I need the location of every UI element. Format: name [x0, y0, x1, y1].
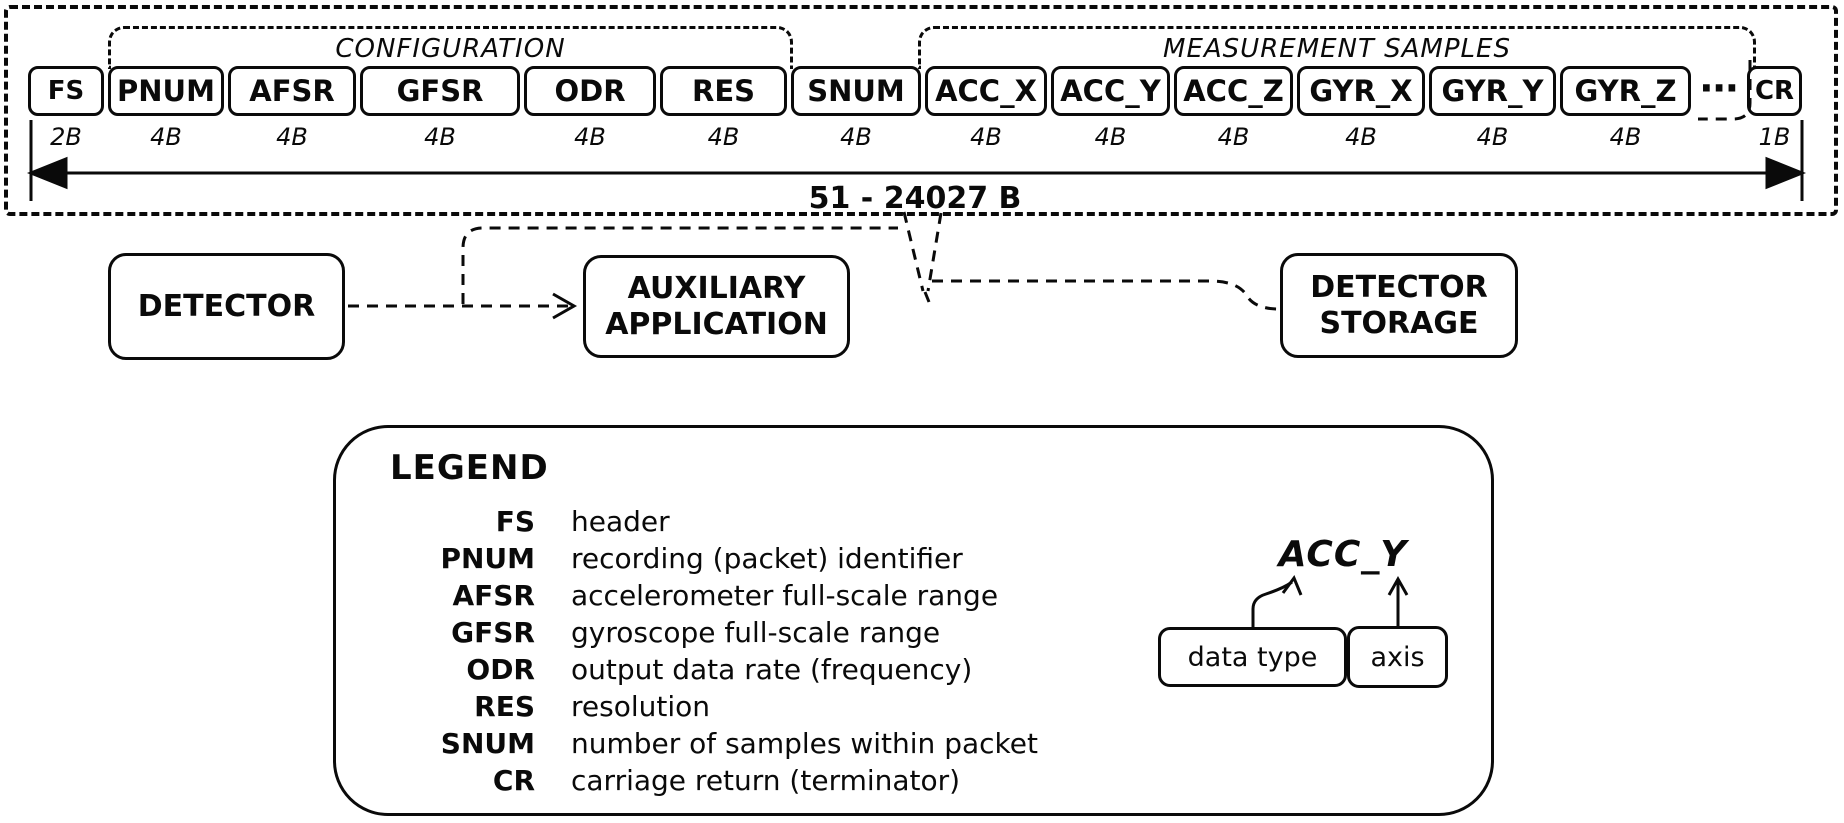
legend-description: number of samples within packet — [571, 727, 1038, 760]
measurement-samples-bracket: MEASUREMENT SAMPLES — [918, 26, 1756, 69]
field-byte-size: 4B — [707, 123, 740, 151]
packet-callout-funnel — [902, 211, 943, 303]
field-cell-pnum: PNUM 4B — [108, 66, 224, 156]
field-label: PNUM — [108, 66, 224, 116]
field-cell-res: RES 4B — [660, 66, 787, 156]
field-label: ODR — [524, 66, 656, 116]
field-label: GYR_Z — [1560, 66, 1691, 116]
configuration-label: CONFIGURATION — [335, 34, 566, 64]
field-label: ACC_X — [925, 66, 1047, 116]
ellipsis-glyph: ⋯ — [1700, 66, 1738, 110]
legend-row-res: RES resolution — [353, 688, 1053, 725]
legend-description: accelerometer full-scale range — [571, 579, 999, 612]
legend-row-fs: FS header — [353, 503, 1053, 540]
field-label: AFSR — [228, 66, 356, 116]
field-byte-size: 4B — [1094, 123, 1127, 151]
field-cell-cr: CR 1B — [1747, 66, 1802, 156]
legend-description: gyroscope full-scale range — [571, 616, 941, 649]
legend-row-cr: CR carriage return (terminator) — [353, 762, 1053, 799]
packet-to-storage-connector — [932, 279, 1280, 311]
field-byte-size: 4B — [574, 123, 606, 151]
field-byte-size: 4B — [1217, 123, 1250, 151]
axis-box: axis — [1347, 626, 1448, 688]
field-ellipsis: ⋯ — [1695, 66, 1743, 156]
field-byte-size: 4B — [424, 123, 456, 151]
field-cell-snum: SNUM 4B — [791, 66, 921, 156]
legend-description: header — [571, 505, 670, 538]
legend-term: ODR — [466, 653, 535, 686]
field-byte-size: 4B — [970, 123, 1002, 151]
packet-size-label: 51 - 24027 B — [808, 181, 1022, 216]
field-label: SNUM — [791, 66, 921, 116]
auxiliary-application-node: AUXILIARY APPLICATION — [583, 255, 850, 358]
legend-term: SNUM — [440, 727, 535, 760]
legend-row-afsr: AFSR accelerometer full-scale range — [353, 577, 1053, 614]
field-cell-gyr_x: GYR_X 4B — [1297, 66, 1425, 156]
field-byte-size: 1B — [1758, 123, 1791, 151]
field-label: ACC_Z — [1174, 66, 1293, 116]
field-byte-size: 4B — [1476, 123, 1509, 151]
field-label: GYR_Y — [1429, 66, 1556, 116]
field-cell-afsr: AFSR 4B — [228, 66, 356, 156]
legend-term: FS — [495, 505, 535, 538]
field-byte-size: 4B — [150, 123, 182, 151]
data-type-box: data type — [1158, 627, 1347, 687]
legend-box — [333, 425, 1494, 816]
field-byte-size: 4B — [276, 123, 308, 151]
field-byte-size: 4B — [840, 123, 872, 151]
legend-row-odr: ODR output data rate (frequency) — [353, 651, 1053, 688]
legend-term: GFSR — [451, 616, 535, 649]
field-byte-size: 4B — [1345, 123, 1377, 151]
legend-description: resolution — [571, 690, 711, 723]
legend-row-snum: SNUM number of samples within packet — [353, 725, 1053, 762]
field-cell-gfsr: GFSR 4B — [360, 66, 520, 156]
legend-term: AFSR — [452, 579, 535, 612]
field-cell-gyr_y: GYR_Y 4B — [1429, 66, 1556, 156]
field-label: RES — [660, 66, 787, 116]
field-label: FS — [28, 66, 104, 116]
field-label: GFSR — [360, 66, 520, 116]
field-label: GYR_X — [1297, 66, 1425, 116]
detector-node: DETECTOR — [108, 253, 345, 360]
field-cell-fs: FS 2B — [28, 66, 104, 156]
field-byte-size — [1695, 123, 1743, 151]
field-cell-odr: ODR 4B — [524, 66, 656, 156]
field-cell-acc_y: ACC_Y 4B — [1051, 66, 1170, 156]
detector-to-aux-arrowhead — [552, 292, 578, 320]
configuration-bracket: CONFIGURATION — [108, 26, 793, 69]
legend-row-pnum: PNUM recording (packet) identifier — [353, 540, 1053, 577]
field-cell-gyr_z: GYR_Z 4B — [1560, 66, 1691, 156]
detector-storage-node: DETECTOR STORAGE — [1280, 253, 1518, 358]
measurement-samples-label: MEASUREMENT SAMPLES — [1163, 34, 1511, 64]
legend-row-gfsr: GFSR gyroscope full-scale range — [353, 614, 1053, 651]
field-cell-acc_x: ACC_X 4B — [925, 66, 1047, 156]
field-cell-acc_z: ACC_Z 4B — [1174, 66, 1293, 156]
field-name-example: ACC_Y — [1278, 534, 1408, 575]
legend-description: carriage return (terminator) — [571, 764, 961, 797]
field-label: ACC_Y — [1051, 66, 1170, 116]
legend-description: recording (packet) identifier — [571, 542, 963, 575]
legend-term: CR — [492, 764, 535, 797]
legend-title: LEGEND — [390, 448, 549, 488]
field-byte-size: 4B — [1609, 123, 1642, 151]
field-byte-size: 2B — [50, 123, 82, 151]
legend-description: output data rate (frequency) — [571, 653, 973, 686]
field-label: CR — [1747, 66, 1802, 116]
legend-term: PNUM — [440, 542, 535, 575]
legend-term: RES — [474, 690, 535, 723]
